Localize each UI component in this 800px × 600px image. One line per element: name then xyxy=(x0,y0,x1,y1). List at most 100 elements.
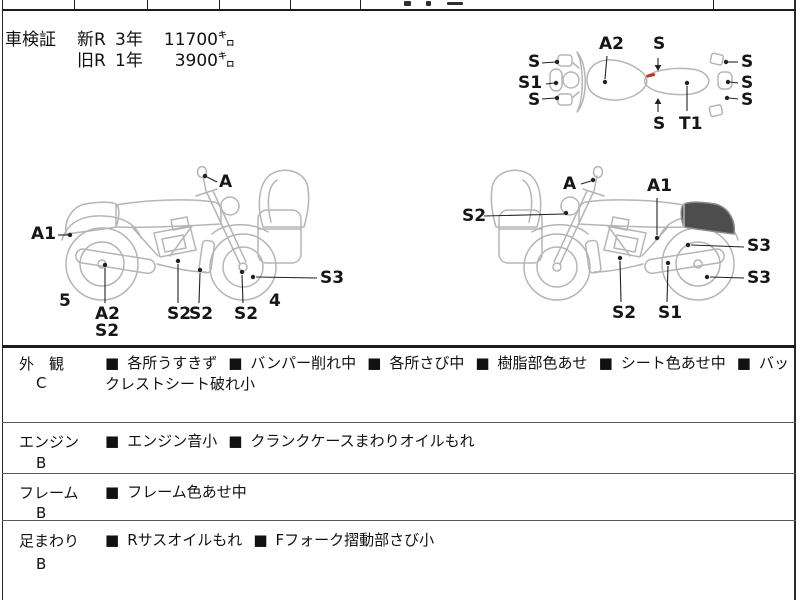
rightview-label-s1-bottom: S1 xyxy=(658,303,683,323)
condition-text: クランクケースまわりオイルもれ xyxy=(250,432,475,450)
mirror xyxy=(592,165,604,179)
rightview-label-s3-upper: S3 xyxy=(747,236,772,256)
topview-label-s-right-top: S xyxy=(741,52,754,72)
header-cell-divider xyxy=(147,0,148,9)
leftview-label-a: A xyxy=(219,172,233,192)
condition-text: Fフォーク摺動部さび小 xyxy=(275,531,435,549)
leftview-label-s2-mid-right: S2 xyxy=(189,304,214,324)
rightview-label-s2-front: S2 xyxy=(462,206,487,226)
topview-label-s1: S1 xyxy=(518,73,543,93)
topview-label-s-right-bottom: S xyxy=(741,90,754,110)
front-fender xyxy=(531,224,589,235)
sheet-right-border xyxy=(794,0,796,600)
bullet-square-icon: ■ xyxy=(105,483,120,501)
section-undercarriage-label: 足まわり xyxy=(19,532,80,550)
topview-label-a2: A2 xyxy=(599,34,624,54)
bullet-square-icon: ■ xyxy=(228,432,243,450)
inspection-old-distance: 3900㌔ xyxy=(174,51,235,71)
header-cell-divider xyxy=(360,0,361,9)
section-engine-grade: B xyxy=(36,454,47,472)
condition-item: ■ 各所うすきず xyxy=(105,354,228,372)
condition-text: バックレストシート破れ小 xyxy=(105,354,789,393)
exhaust-upturn xyxy=(584,239,602,274)
bullet-square-icon: ■ xyxy=(367,354,382,372)
header-cell-divider xyxy=(713,0,714,9)
clipped-header-text xyxy=(447,2,463,5)
motorcycle-top-view-diagram: A2 S S S1 S S T1 S S S xyxy=(515,28,765,140)
section-engine: エンジン B ■エンジン音小■ クランクケースまわりオイルもれ xyxy=(2,422,796,474)
leader-lines xyxy=(541,55,739,112)
engine xyxy=(153,225,197,258)
section-frame-label: フレーム xyxy=(19,484,79,502)
section-exterior-label: 外 観 xyxy=(19,355,65,373)
condition-text: フレーム色あせ中 xyxy=(127,483,247,501)
condition-item: ■エンジン音小 xyxy=(105,432,228,450)
mirror xyxy=(196,165,208,179)
section-undercarriage-grade: B xyxy=(36,555,47,573)
muffler xyxy=(75,248,156,275)
red-damage-mark xyxy=(646,73,656,78)
section-exterior: 外 観 C ■各所うすきず■バンパー削れ中■各所さび中■樹脂部色あせ■シート色あ… xyxy=(2,345,796,422)
condition-text: Rサスオイルもれ xyxy=(127,531,243,549)
headlight xyxy=(560,196,580,216)
rightview-label-a1: A1 xyxy=(647,176,672,196)
front-wheel xyxy=(523,233,591,301)
front-tire xyxy=(549,68,563,92)
seat-tank xyxy=(115,199,222,229)
bullet-square-icon: ■ xyxy=(105,354,120,372)
condition-item: ■ Rサスオイルもれ xyxy=(105,531,253,549)
motorcycle-left-side-drawing xyxy=(58,165,318,304)
leftview-label-a2: A2 xyxy=(95,304,120,324)
header-cell-divider xyxy=(290,0,291,9)
section-undercarriage-items: ■ Rサスオイルもれ ■ Fフォーク摺動部さび小 xyxy=(105,530,793,551)
section-frame: フレーム B ■フレーム色あせ中 xyxy=(2,473,796,522)
condition-item: ■シート色あせ中 xyxy=(599,354,737,372)
muffler xyxy=(644,248,725,275)
rear-signal-top xyxy=(709,52,725,66)
mirror-top xyxy=(557,54,573,67)
pannier-box xyxy=(257,209,302,264)
section-undercarriage: 足まわり B ■ Rサスオイルもれ ■ Fフォーク摺動部さび小 xyxy=(2,520,796,600)
inspection-old-era: 旧R xyxy=(77,51,106,71)
topview-label-s-bottom: S xyxy=(653,114,666,134)
clipped-header-row xyxy=(2,0,796,11)
front-fork xyxy=(553,190,594,265)
leftview-label-a1: A1 xyxy=(31,224,56,244)
rear-wheel xyxy=(661,227,735,301)
inspection-new-years: 3年 xyxy=(115,30,143,50)
exhaust-upturn xyxy=(198,239,216,274)
topview-label-s-left-top: S xyxy=(528,52,541,72)
section-engine-items: ■エンジン音小■ クランクケースまわりオイルもれ xyxy=(105,431,793,452)
bullet-square-icon: ■ xyxy=(736,354,751,372)
condition-text: 樹脂部色あせ xyxy=(497,354,588,372)
leftview-label-5: 5 xyxy=(59,291,71,311)
inspection-new-era: 新R xyxy=(77,30,106,50)
condition-item: ■ フレーム色あせ中 xyxy=(105,483,258,501)
header-cell-divider xyxy=(219,0,220,9)
clipped-header-text xyxy=(426,1,431,6)
handlebar xyxy=(195,175,218,197)
condition-item: ■バンパー削れ中 xyxy=(228,354,367,372)
condition-text: 各所さび中 xyxy=(389,354,465,372)
section-engine-label: エンジン xyxy=(19,433,80,451)
handlebar xyxy=(576,51,586,113)
bullet-square-icon: ■ xyxy=(105,531,120,549)
condition-item: ■樹脂部色あせ xyxy=(475,354,598,372)
inspection-old-years: 1年 xyxy=(115,51,143,71)
carburetor xyxy=(610,216,630,231)
topview-label-s-top: S xyxy=(653,34,666,54)
topview-label-s-left-bottom: S xyxy=(528,90,541,110)
condition-text: シート色あせ中 xyxy=(620,354,726,372)
leader-lines xyxy=(58,173,318,304)
bullet-square-icon: ■ xyxy=(253,531,268,549)
pannier-box xyxy=(498,209,543,264)
condition-text: 各所うすきず xyxy=(127,354,218,372)
leader-lines xyxy=(483,177,745,303)
rear-wheel xyxy=(65,227,139,301)
rightview-label-a: A xyxy=(563,174,577,194)
condition-item: ■ クランクケースまわりオイルもれ xyxy=(228,432,485,450)
motorcycle-right-side-drawing xyxy=(483,165,745,303)
condition-text: バンパー削れ中 xyxy=(250,354,357,372)
tank xyxy=(586,59,648,101)
